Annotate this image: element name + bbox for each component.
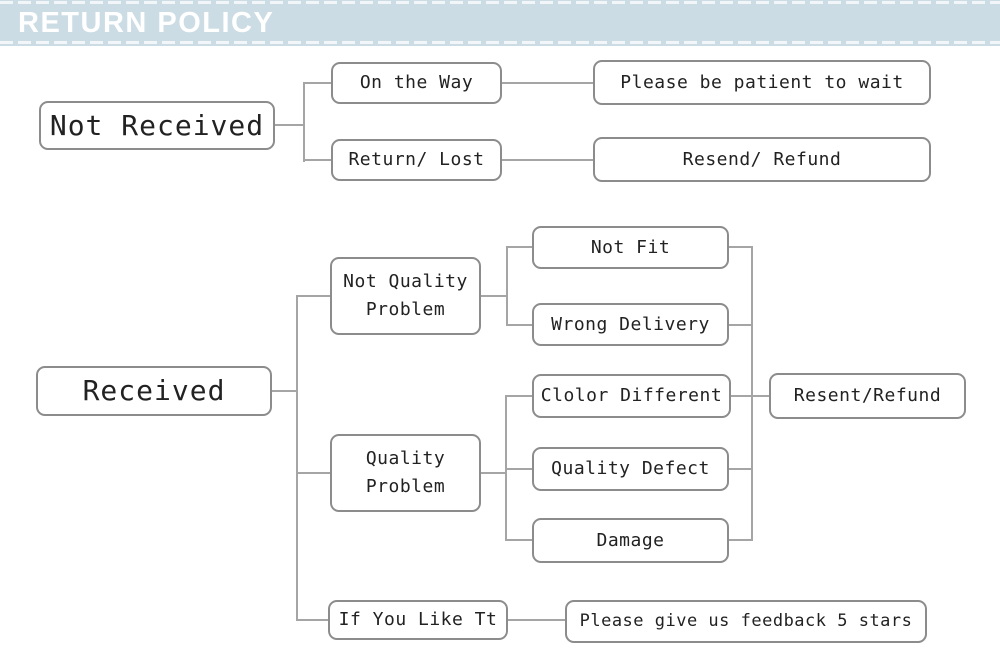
- connector-if-you-like-to-feedback: [508, 619, 565, 621]
- connector-not-quality-vertical: [506, 246, 508, 326]
- connector-wrong-delivery-stub: [729, 324, 752, 326]
- connector-to-damage: [506, 539, 532, 541]
- connector-not-received-vertical: [303, 82, 305, 162]
- node-quality-problem: Quality Problem: [330, 434, 481, 512]
- connector-to-quality-defect: [506, 468, 532, 470]
- node-label: On the Way: [359, 72, 474, 94]
- node-label-line1: Not Quality: [343, 271, 468, 293]
- node-label-line1: Quality: [365, 448, 446, 470]
- connector-on-the-way-to-please-wait: [502, 82, 593, 84]
- node-received: Received: [36, 366, 272, 416]
- node-if-you-like-it: If You Like Tt: [328, 600, 508, 640]
- node-label: Resent/Refund: [793, 385, 942, 407]
- node-please-be-patient: Please be patient to wait: [593, 60, 931, 105]
- connector-merge-vertical: [751, 246, 753, 541]
- dashed-divider-bottom: [0, 41, 1000, 44]
- page-title: RETURN POLICY: [18, 7, 275, 39]
- node-on-the-way: On the Way: [331, 62, 502, 104]
- node-not-fit: Not Fit: [532, 226, 729, 269]
- connector-to-wrong-delivery: [507, 324, 532, 326]
- node-label: Damage: [596, 529, 665, 551]
- node-quality-defect: Quality Defect: [532, 447, 729, 491]
- node-label: Quality Defect: [551, 458, 710, 480]
- connector-received-stub: [272, 390, 297, 392]
- node-label: Wrong Delivery: [551, 313, 710, 335]
- node-label: Not Received: [49, 108, 265, 142]
- node-label-line2: Problem: [365, 476, 446, 497]
- node-resent-refund: Resent/Refund: [769, 373, 966, 419]
- connector-quality-stub: [481, 472, 506, 474]
- connector-damage-stub: [729, 539, 752, 541]
- node-damage: Damage: [532, 518, 729, 563]
- connector-to-not-fit: [507, 246, 532, 248]
- connector-not-fit-stub: [729, 246, 752, 248]
- node-clolor-different: Clolor Different: [532, 374, 731, 418]
- node-label: If You Like Tt: [338, 609, 498, 631]
- connector-to-not-quality-problem: [297, 295, 330, 297]
- connector-not-received-stub: [275, 124, 304, 126]
- connector-not-quality-stub: [481, 295, 507, 297]
- connector-quality-defect-stub: [729, 468, 752, 470]
- node-label: Received: [82, 374, 226, 408]
- dashed-divider-top: [0, 1, 1000, 4]
- node-label: Resend/ Refund: [682, 148, 842, 170]
- node-wrong-delivery: Wrong Delivery: [532, 303, 729, 346]
- connector-clolor-different-to-resent-refund: [731, 395, 769, 397]
- node-label: Not Fit: [590, 236, 671, 258]
- node-not-received: Not Received: [39, 101, 275, 150]
- connector-to-on-the-way: [304, 82, 331, 84]
- node-feedback-5-stars: Please give us feedback 5 stars: [565, 600, 927, 643]
- connector-to-quality-problem: [297, 472, 330, 474]
- connector-to-clolor-different: [506, 395, 532, 397]
- node-label: Please be patient to wait: [620, 71, 904, 93]
- node-label: Return/ Lost: [348, 149, 485, 171]
- node-return-lost: Return/ Lost: [331, 139, 502, 181]
- header-band: RETURN POLICY: [0, 0, 1000, 46]
- connector-to-if-you-like: [297, 619, 328, 621]
- node-label-line2: Problem: [365, 299, 446, 320]
- connector-return-lost-to-resend-refund: [502, 159, 593, 161]
- connector-received-vertical: [296, 295, 298, 621]
- node-not-quality-problem: Not Quality Problem: [330, 257, 481, 335]
- node-resend-refund: Resend/ Refund: [593, 137, 931, 182]
- connector-to-return-lost: [304, 159, 331, 161]
- node-label: Please give us feedback 5 stars: [579, 611, 913, 632]
- node-label: Clolor Different: [540, 385, 723, 407]
